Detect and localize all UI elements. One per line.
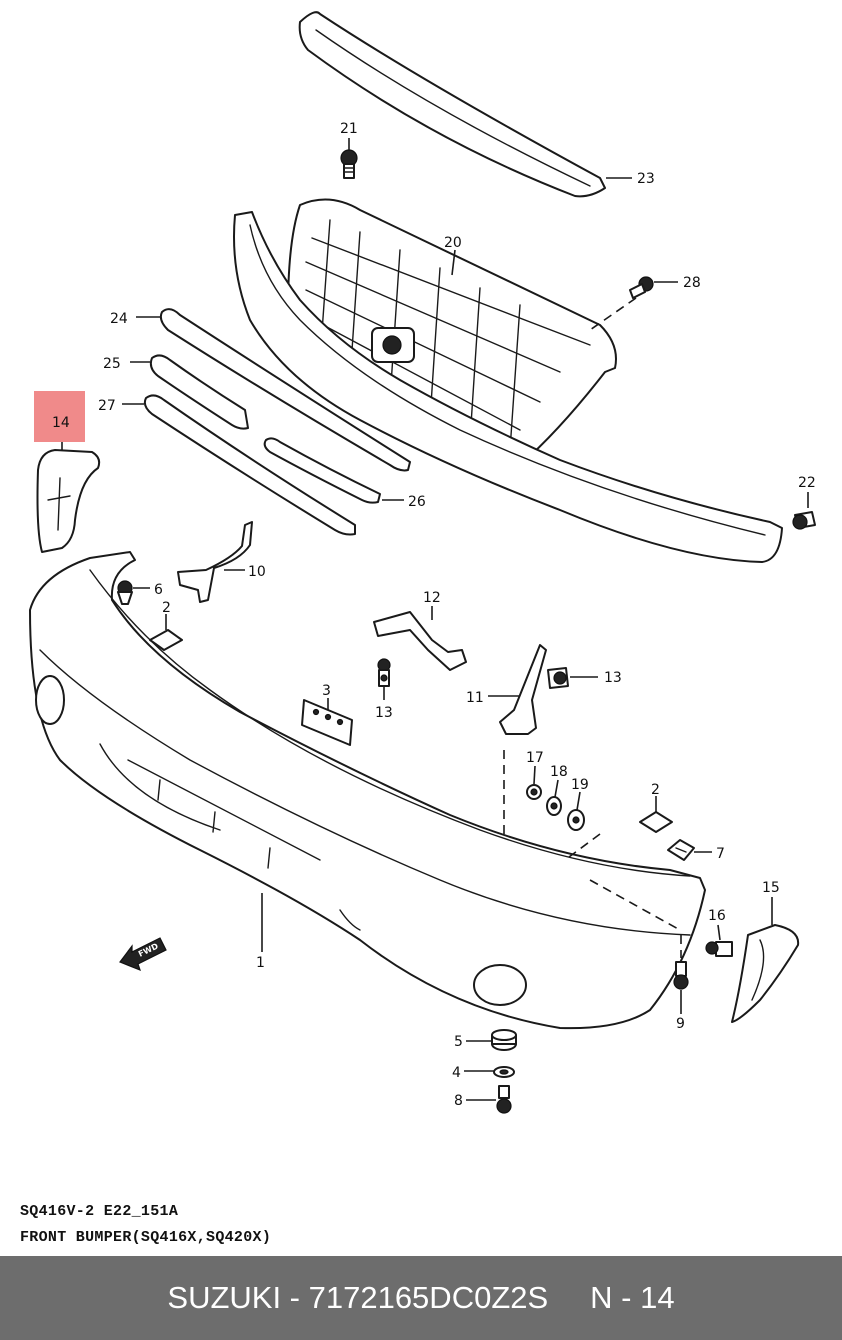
part-footer-bar: SUZUKI - 7172165DC0Z2S N - 14	[0, 1256, 842, 1340]
callout-2[interactable]: 2	[162, 600, 171, 616]
part-28-screw[interactable]	[589, 276, 678, 331]
part-4-washer[interactable]	[464, 1066, 515, 1078]
callout-11[interactable]: 11	[466, 690, 484, 706]
part-13-bolt-right[interactable]	[547, 667, 598, 689]
callout-28[interactable]: 28	[683, 275, 701, 291]
diagram-title: FRONT BUMPER(SQ416X,SQ420X)	[20, 1229, 272, 1246]
callout-23[interactable]: 23	[637, 171, 655, 187]
part-22-screw[interactable]	[792, 492, 816, 530]
part-number: SUZUKI - 7172165DC0Z2S	[167, 1280, 549, 1315]
position-number: N - 14	[590, 1280, 675, 1315]
callout-18[interactable]: 18	[550, 764, 568, 780]
callout-5[interactable]: 5	[454, 1034, 463, 1050]
part-17-nut[interactable]	[526, 765, 542, 800]
callout-8[interactable]: 8	[454, 1093, 463, 1109]
part-7-clip[interactable]	[589, 839, 712, 931]
dash-leader	[564, 833, 601, 861]
part-14-side-garnish[interactable]	[36, 432, 101, 553]
callout-9[interactable]: 9	[676, 1016, 685, 1032]
callout-20[interactable]: 20	[444, 235, 462, 251]
part-24-molding[interactable]	[136, 308, 411, 472]
part-11-bracket[interactable]	[488, 644, 547, 840]
callout-22[interactable]: 22	[798, 475, 816, 491]
callout-4[interactable]: 4	[452, 1065, 461, 1081]
callout-3[interactable]: 3	[322, 683, 331, 699]
callout-15[interactable]: 15	[762, 880, 780, 896]
parts-diagram: FWD 1 2 2 3 4 5 6 7 8 9 10 11 12 13 13 1…	[29, 11, 816, 1114]
callout-highlight-14	[34, 391, 85, 442]
part-26-molding[interactable]	[263, 437, 404, 504]
part-27-molding[interactable]	[122, 394, 356, 536]
callout-6[interactable]: 6	[154, 582, 163, 598]
part-15-side-garnish[interactable]	[731, 897, 800, 1023]
part-10-bracket[interactable]	[177, 521, 253, 603]
part-19-washer[interactable]	[567, 791, 585, 831]
callout-1[interactable]: 1	[256, 955, 265, 971]
part-8-bolt[interactable]	[466, 1085, 512, 1114]
callout-12[interactable]: 12	[423, 590, 441, 606]
part-13-bolt[interactable]	[377, 658, 391, 700]
diagram-code: SQ416V-2 E22_151A	[20, 1203, 179, 1220]
callout-13[interactable]: 13	[604, 670, 622, 686]
part-25-molding[interactable]	[130, 354, 249, 430]
callout-24[interactable]: 24	[110, 311, 128, 327]
part-2-pad-right[interactable]	[639, 796, 673, 833]
callout-21[interactable]: 21	[340, 121, 358, 137]
callout-10[interactable]: 10	[248, 564, 266, 580]
part-16-screw[interactable]	[705, 924, 733, 957]
part-12-bracket[interactable]	[373, 606, 467, 671]
callout-14[interactable]: 14	[52, 415, 70, 431]
part-5-grommet[interactable]	[466, 1029, 517, 1051]
callout-27[interactable]: 27	[98, 398, 116, 414]
part-21-clip[interactable]	[340, 138, 358, 179]
callout-26[interactable]: 26	[408, 494, 426, 510]
part-2-pad[interactable]	[149, 614, 183, 651]
callout-7[interactable]: 7	[716, 846, 725, 862]
callout-16[interactable]: 16	[708, 908, 726, 924]
callout-17[interactable]: 17	[526, 750, 544, 766]
part-9-bolt[interactable]	[673, 935, 689, 1014]
part-1-front-bumper[interactable]	[29, 551, 706, 1030]
part-3-plate[interactable]	[301, 698, 353, 746]
fwd-arrow-icon: FWD	[119, 937, 167, 972]
callout-2[interactable]: 2	[651, 782, 660, 798]
callout-25[interactable]: 25	[103, 356, 121, 372]
part-23-upper-molding[interactable]	[298, 11, 632, 198]
callout-13[interactable]: 13	[375, 705, 393, 721]
part-6-clip[interactable]	[117, 580, 150, 605]
part-upper-panel[interactable]	[233, 211, 783, 563]
part-18-washer[interactable]	[546, 779, 562, 816]
callout-19[interactable]: 19	[571, 777, 589, 793]
